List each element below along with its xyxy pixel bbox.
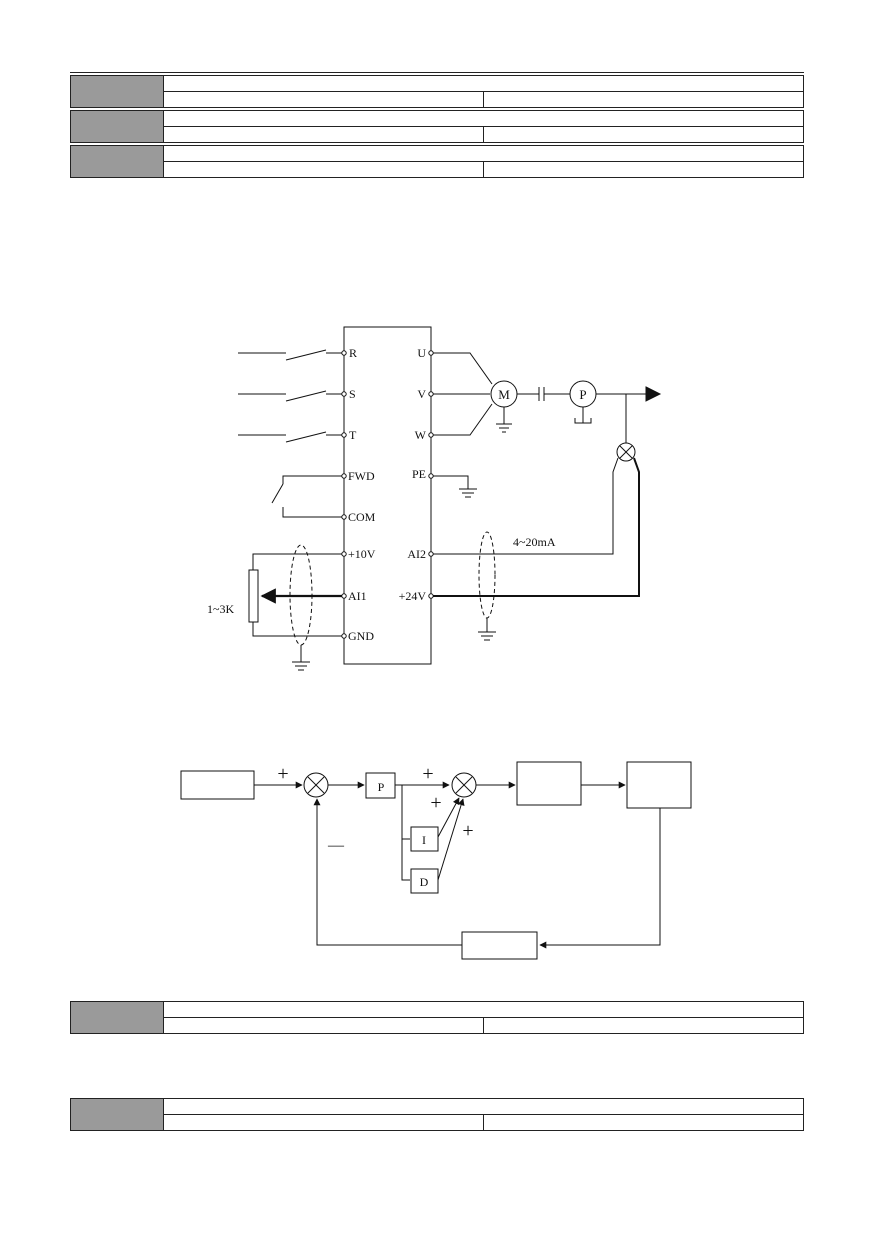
terminal-v-label: V [417,387,426,401]
i-block-label: I [422,833,426,847]
potentiometer-label: 1~3K [207,602,234,616]
param-code-cell [70,75,164,108]
terminal-24v-label: +24V [399,589,427,603]
terminal-com-label: COM [348,510,376,524]
terminal-w-label: W [415,428,427,442]
parameter-table-5 [70,1098,804,1131]
terminal-fwd-label: FWD [348,469,375,483]
terminal-ai1-label: AI1 [348,589,367,603]
terminal-s-label: S [349,387,356,401]
plus-sign-3: + [430,792,441,814]
param-default-cell [483,1114,804,1131]
param-code-cell [70,110,164,143]
terminal-ai2-label: AI2 [407,547,426,561]
param-default-cell [483,126,804,143]
terminal-r-label: R [349,346,357,360]
header-rule [70,72,804,73]
param-default-cell [483,1017,804,1034]
i-block [410,826,439,852]
plus-sign-4: + [462,820,473,842]
p-block-label: P [378,780,385,794]
plus-sign-2: + [422,763,433,785]
pump-label: P [579,387,586,402]
wiring-diagram [238,326,662,671]
param-default-cell [483,91,804,108]
setpoint-block [180,770,255,800]
minus-sign: — [327,837,345,854]
parameter-table-3 [70,145,804,178]
plus-sign-1: + [277,763,288,785]
param-code-cell [70,145,164,178]
terminal-u-label: U [417,346,426,360]
d-block [410,868,439,894]
flow-arrow [645,386,662,402]
param-code-cell [70,1001,164,1034]
inverter-block [516,761,582,806]
parameter-table-1 [70,75,804,108]
terminal-pe-label: PE [412,467,426,481]
parameter-table-2 [70,110,804,143]
feedback-block [461,931,538,960]
terminal-10v-label: +10V [348,547,376,561]
plant-block [626,761,692,809]
current-signal-label: 4~20mA [513,535,556,549]
terminal-gnd-label: GND [348,629,374,643]
param-default-cell [483,161,804,178]
d-block-label: D [420,875,429,889]
terminal-t-label: T [349,428,357,442]
motor-label: M [498,387,510,402]
inverter-box [343,326,432,665]
pid-diagram [180,761,692,960]
param-code-cell [70,1098,164,1131]
parameter-table-4 [70,1001,804,1034]
